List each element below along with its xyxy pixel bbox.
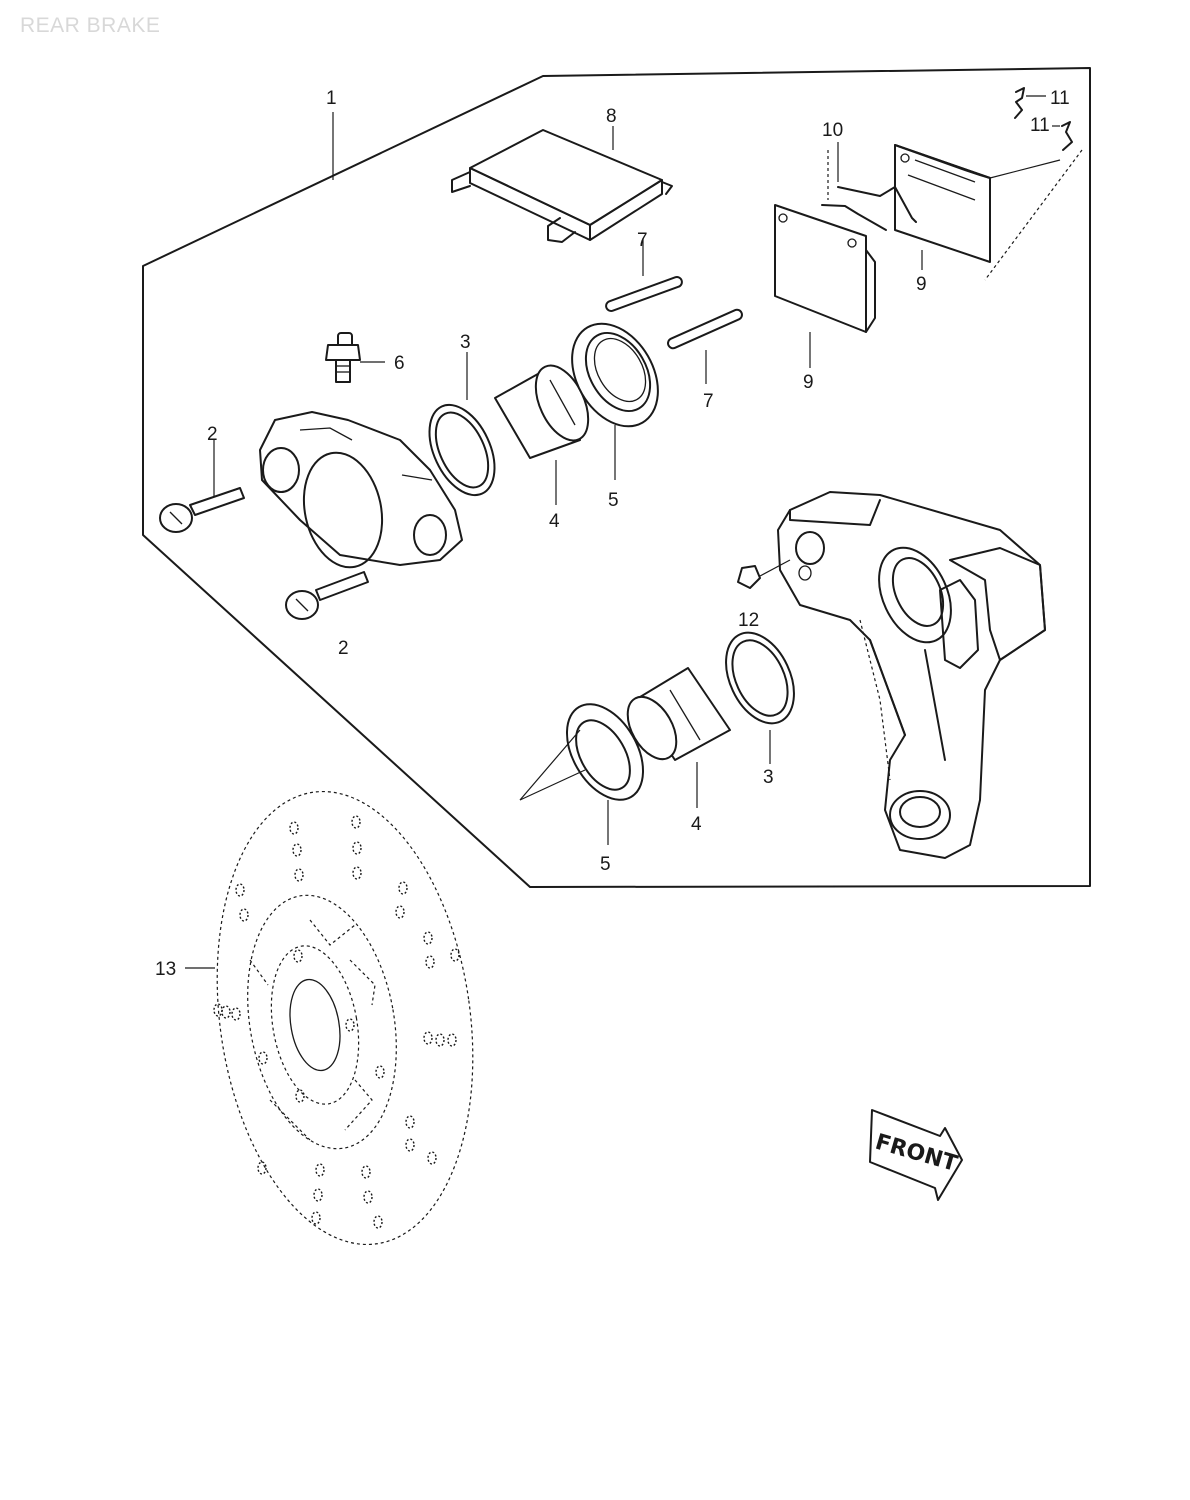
page-title: REAR BRAKE [20,14,161,37]
pad-retainer-plate-8 [451,126,673,243]
callout-3b: 3 [763,767,774,788]
pad-pin-7-lower [667,308,743,384]
brake-pads-9 [774,144,991,368]
callout-1: 1 [326,88,337,109]
brake-disc-13 [185,790,474,1246]
callout-2a: 2 [207,424,218,445]
front-label: FRONT [872,1130,960,1177]
clip-11 [984,87,1083,281]
callout-9a: 9 [916,274,927,295]
callout-4a: 4 [549,511,560,532]
callout-3a: 3 [460,332,471,353]
bleeder-small-right [737,559,791,589]
assembly-1-outline [142,67,1091,888]
bleeder-valve-6 [325,332,385,383]
disc-spokes [249,919,376,1141]
caliper-bolt-2-upper [159,440,245,533]
piston-4-lower [626,667,731,808]
callout-8: 8 [606,106,617,127]
caliper-body-right-with-bracket [777,491,1046,859]
callout-11b: 11 [1030,115,1050,136]
anti-rattle-spring-10 [821,142,917,231]
front-direction-arrow: FRONT [869,1109,963,1201]
dust-boot-5-upper [571,322,659,480]
pad-pin-7-upper [605,238,683,312]
callout-9b: 9 [803,372,814,393]
callout-12: 12 [738,610,759,631]
callout-10: 10 [822,120,843,141]
disc-vent-holes [213,815,460,1229]
caliper-body-left [259,411,463,569]
o-ring-12 [725,631,795,764]
callout-11a: 11 [1050,88,1070,109]
piston-4-upper [494,364,590,505]
callout-5a: 5 [608,490,619,511]
callout-6: 6 [394,353,405,374]
caliper-bolt-2-lower [285,571,369,620]
callout-5b: 5 [600,854,611,875]
callout-13: 13 [155,959,176,980]
callout-7b: 7 [703,391,714,412]
piston-seal-3-upper [428,352,496,497]
callout-7a: 7 [637,230,648,251]
callout-2b: 2 [338,638,349,659]
callout-4b: 4 [691,814,702,835]
dust-boot-5-lower [519,703,644,845]
